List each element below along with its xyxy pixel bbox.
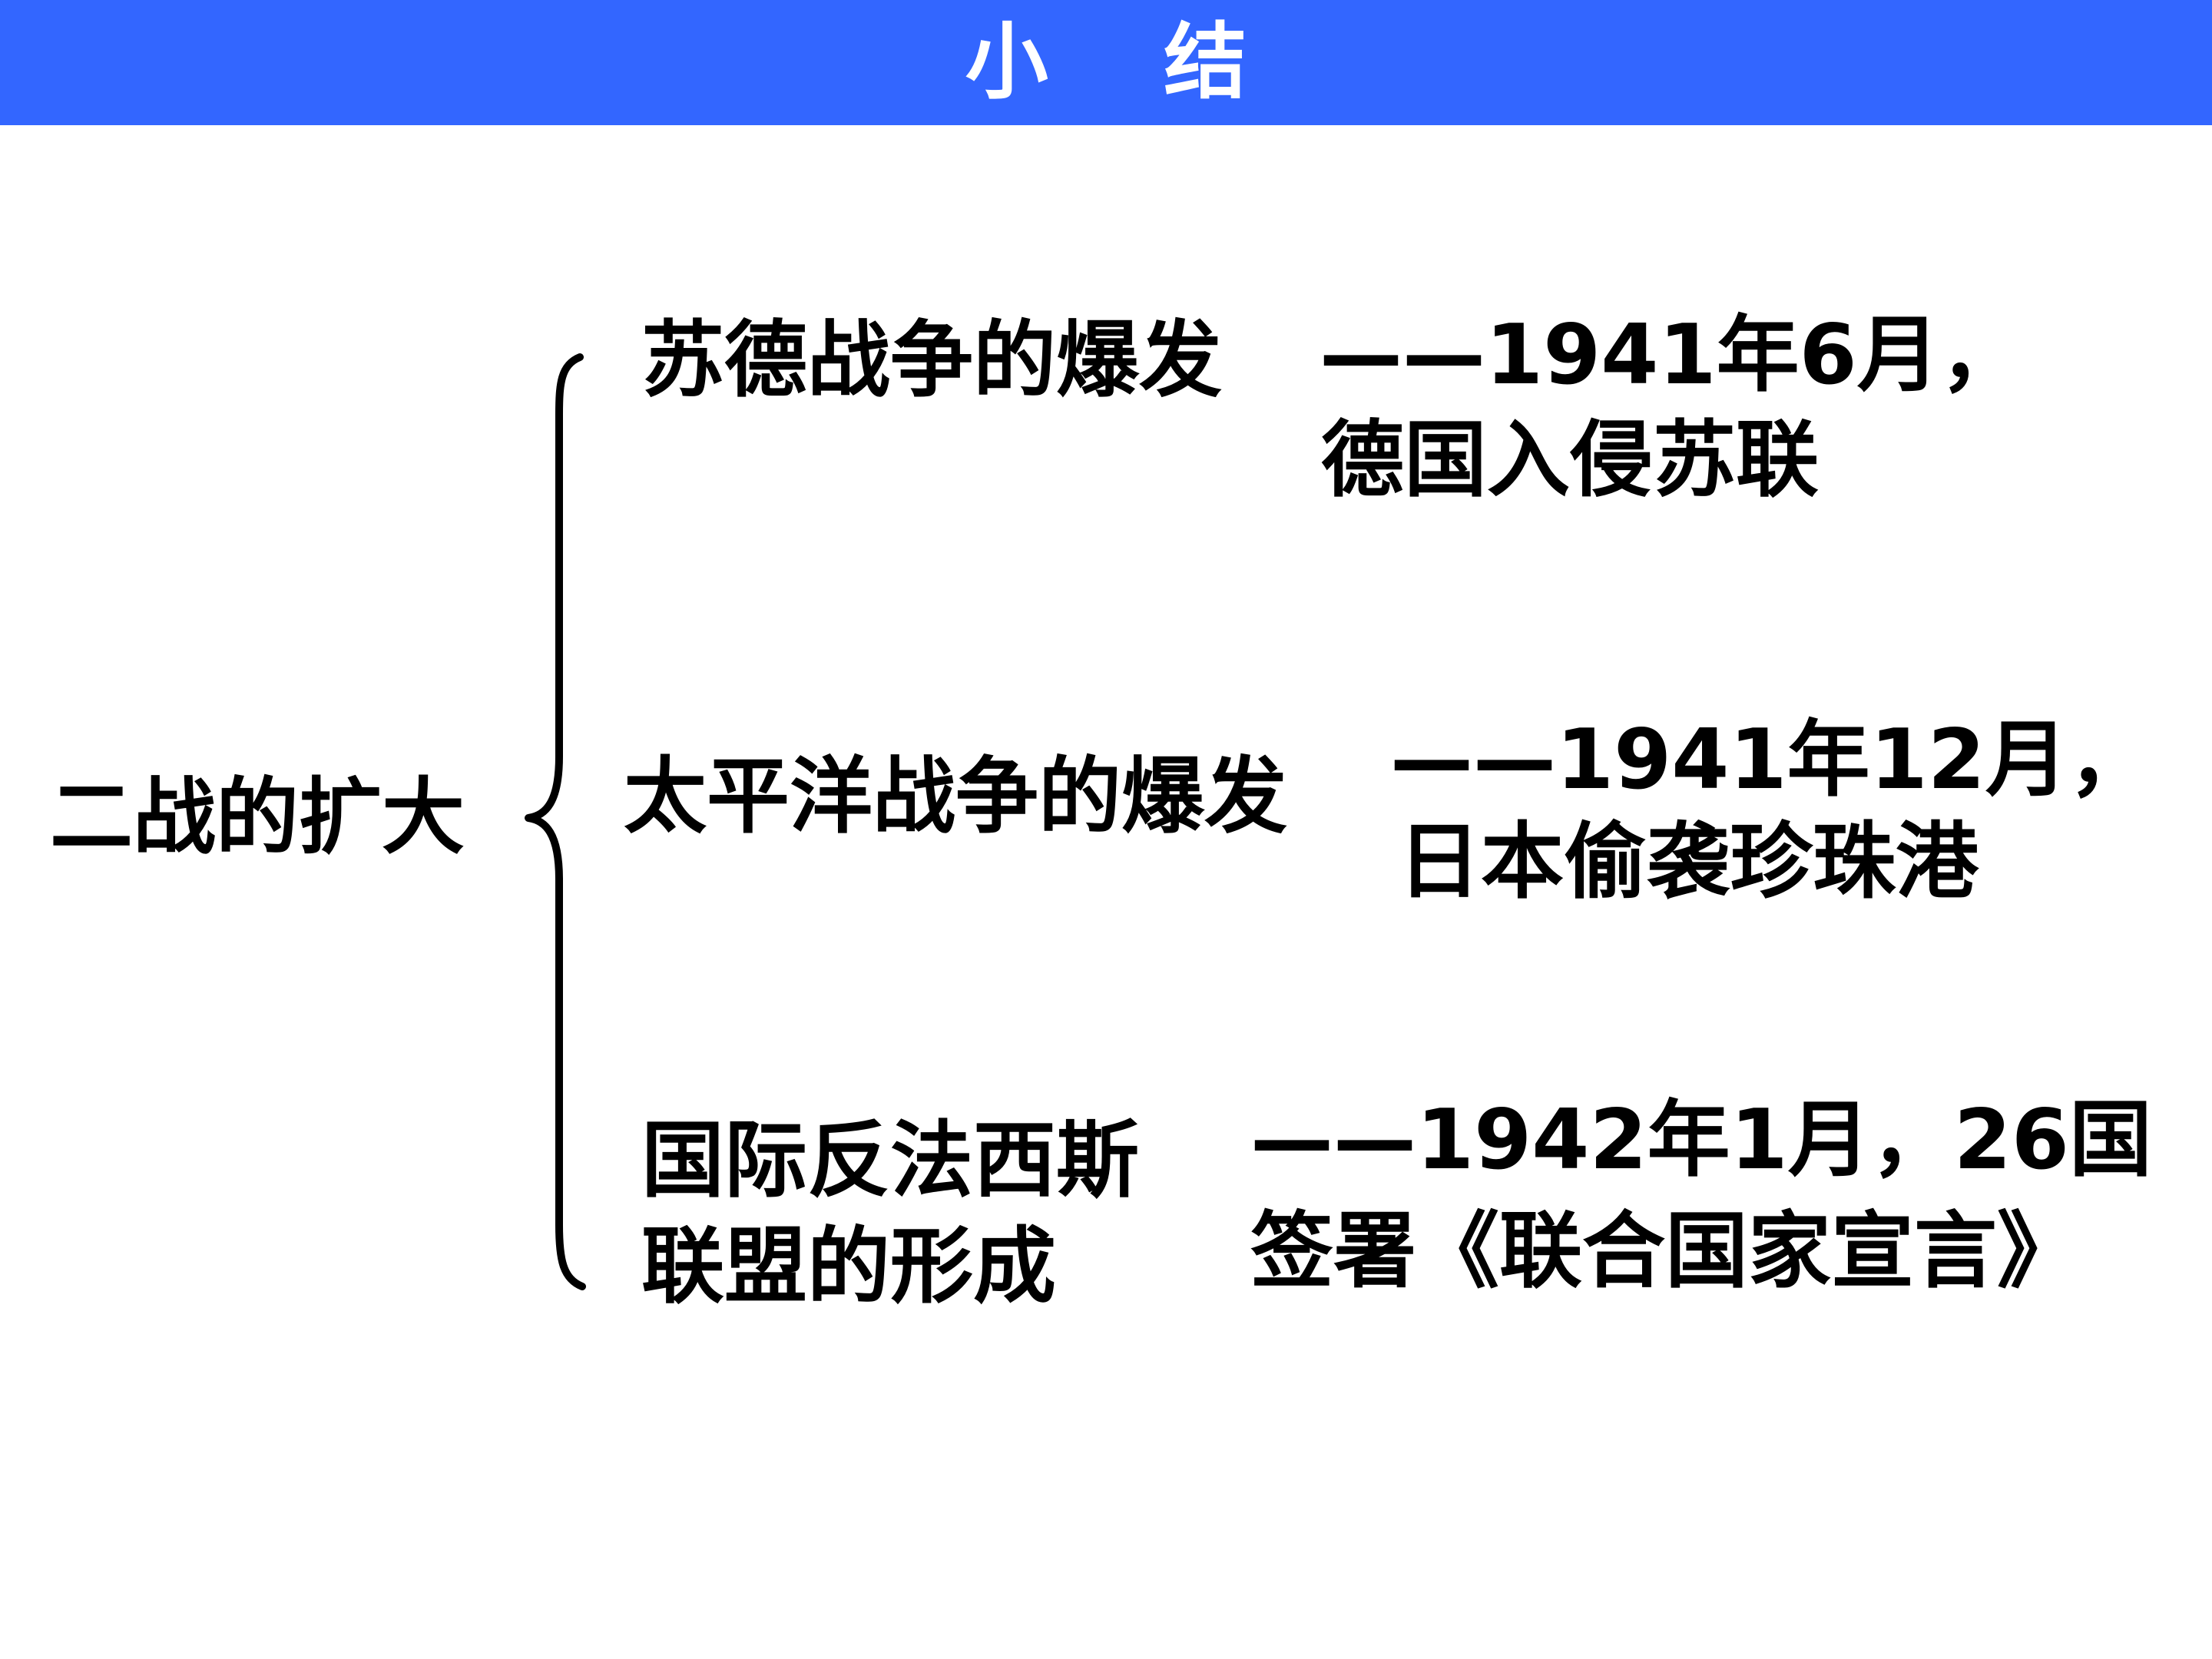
branch-1-detail-line-1: ——1941年6月， [1320, 307, 2023, 403]
branch-3-detail-line-2: 签署《联合国家宣言》 [1250, 1204, 2081, 1300]
root-node: 二战的扩大 [50, 770, 465, 866]
branch-2-title: 太平洋战争的爆发 [624, 749, 1288, 845]
branch-2-detail-line-1: ——1941年12月， [1390, 712, 2151, 808]
branch-3-title-line-2: 联盟的形成 [641, 1219, 1057, 1315]
title-bar: 小 结 [0, 0, 2212, 125]
branch-3-detail-line-1: ——1942年1月，26国 [1250, 1092, 2153, 1188]
branch-2-detail-line-2: 日本偷袭珍珠港 [1398, 814, 1979, 910]
branch-1-detail-line-2: 德国入侵苏联 [1321, 412, 1820, 508]
branch-1-title: 苏德战争的爆发 [641, 313, 1223, 409]
brace-path [525, 353, 586, 1290]
slide-title: 小 结 [965, 15, 1247, 111]
branch-3-title-line-1: 国际反法西斯 [641, 1113, 1140, 1209]
